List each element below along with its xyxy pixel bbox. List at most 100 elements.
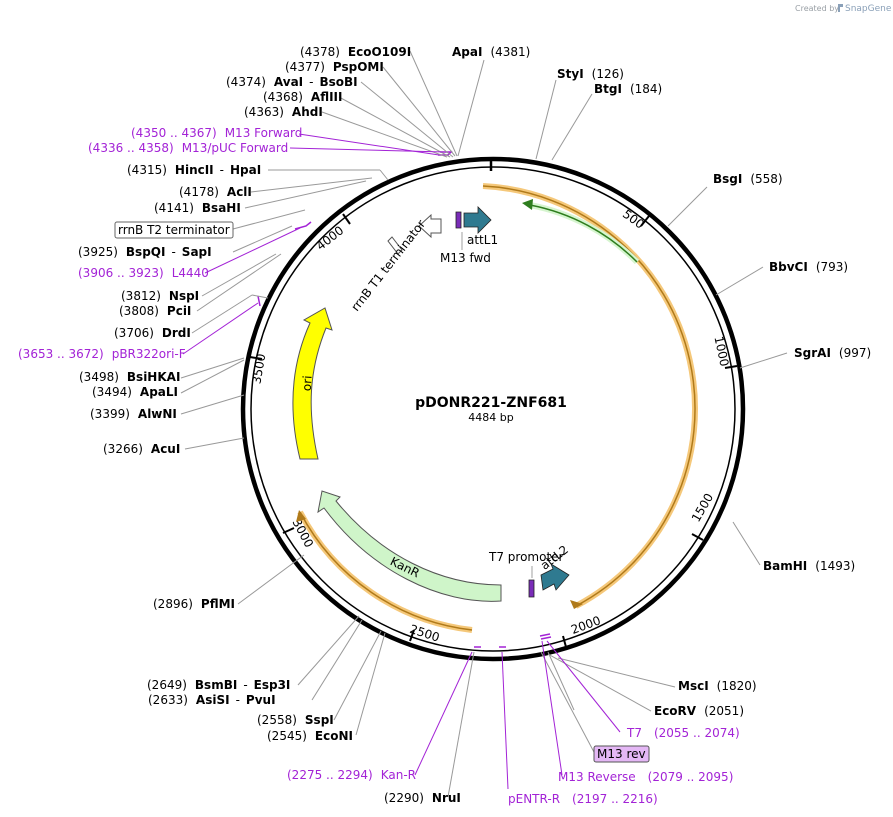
svg-text:(4368)AflIII: (4368) AflIII <box>263 90 342 104</box>
site-name-ahdi[interactable]: AhdI <box>292 105 323 119</box>
svg-text:MscI(1820): MscI (1820) <box>678 679 757 693</box>
primer-name-m13-puc-forward[interactable]: M13/pUC Forward <box>182 141 289 155</box>
site-name-pcii[interactable]: PciI <box>167 304 192 318</box>
coordinate-ticks <box>249 213 738 648</box>
ori-feature <box>292 307 333 460</box>
site-name-econi[interactable]: EcoNI <box>315 729 353 743</box>
svg-text:(3494)ApaLI: (3494)ApaLI <box>92 385 178 399</box>
site-pos-apai: (4381) <box>490 45 530 59</box>
site-pos-alwni: (3399) <box>90 407 130 421</box>
site-name-ecorv[interactable]: EcoRV <box>654 704 697 718</box>
site-pos-bbvci: (793) <box>816 260 848 274</box>
primer-name-t7[interactable]: T7 <box>626 726 642 740</box>
primer-range-m13-puc-forward: (4336 .. 4358) <box>88 141 174 155</box>
t7-promoter-label: T7 promoter <box>488 550 564 564</box>
site-name-apai[interactable]: ApaI <box>452 45 482 59</box>
site-name-bsihkai[interactable]: BsiHKAI <box>127 370 181 384</box>
tick-label-1000: 1000 <box>711 335 731 368</box>
site-pos-hincii: (4315) <box>127 163 167 177</box>
m13-rev-label: M13 rev <box>597 747 646 761</box>
orf-arc-kanr-backbone <box>297 510 473 633</box>
svg-text:EcoRV(2051): EcoRV(2051) <box>654 704 744 718</box>
backbone-inner <box>250 166 736 652</box>
svg-text:(4315)HincII-HpaI: (4315)HincII-HpaI <box>127 163 261 177</box>
site-name-drdi[interactable]: DrdI <box>162 326 191 340</box>
svg-text:(3706)DrdI: (3706)DrdI <box>114 326 191 340</box>
site-name-hpai[interactable]: HpaI <box>230 163 261 177</box>
credit-brand: SnapGene <box>845 4 892 14</box>
site-name-msci[interactable]: MscI <box>678 679 709 693</box>
svg-text:(3653 .. 3672)pBR322ori-F: (3653 .. 3672)pBR322ori-F <box>18 347 186 361</box>
site-name-apali[interactable]: ApaLI <box>140 385 178 399</box>
site-name-acui[interactable]: AcuI <box>151 442 180 456</box>
svg-text:(3812)NspI: (3812) NspI <box>121 289 199 303</box>
site-name-sapi[interactable]: SapI <box>182 245 212 259</box>
site-name-nspi[interactable]: NspI <box>169 289 199 303</box>
primer-name-pbr322ori-f[interactable]: pBR322ori-F <box>112 347 186 361</box>
svg-text:BbvCI(793): BbvCI (793) <box>769 260 848 274</box>
site-name-bamhi[interactable]: BamHI <box>763 559 807 573</box>
site-pos-bsmbi: (2649) <box>147 678 187 692</box>
site-pos-btgi: (184) <box>630 82 662 96</box>
svg-text:(3808)PciI: (3808)PciI <box>119 304 191 318</box>
svg-text:(3498)BsiHKAI: (3498) BsiHKAI <box>79 370 180 384</box>
site-pos-econi: (2545) <box>267 729 307 743</box>
svg-text:(4374)AvaI-BsoBI: (4374)AvaI-BsoBI <box>226 75 358 89</box>
backbone-outer <box>240 156 746 662</box>
svg-text:BamHI(1493): BamHI(1493) <box>763 559 855 573</box>
svg-text:BtgI(184): BtgI (184) <box>594 82 662 96</box>
svg-text:(4141)BsaHI: (4141) BsaHI <box>154 201 241 215</box>
svg-text:(4178)AclI: (4178)AclI <box>179 185 252 199</box>
primer-range-m13-forward: (4350 .. 4367) <box>131 126 217 140</box>
site-name-styi[interactable]: StyI <box>557 67 584 81</box>
kanr-feature <box>317 490 502 602</box>
site-name-sgrai[interactable]: SgrAI <box>794 346 831 360</box>
site-name-pspomi[interactable]: PspOMI <box>333 60 384 74</box>
site-name-aflii[interactable]: AflIII <box>311 90 343 104</box>
site-name-acli[interactable]: AclI <box>227 185 252 199</box>
site-name-bsahi[interactable]: BsaHI <box>202 201 241 215</box>
site-pos-ecoo109i: (4378) <box>300 45 340 59</box>
site-pos-bsahi: (4141) <box>154 201 194 215</box>
site-pos-asisi: (2633) <box>148 693 188 707</box>
primer-name-l4440[interactable]: L4440 <box>172 266 209 280</box>
site-name-esp3i[interactable]: Esp3I <box>254 678 291 692</box>
site-name-pvui[interactable]: PvuI <box>246 693 276 707</box>
site-pos-pflmi: (2896) <box>153 597 193 611</box>
svg-text:(4377)PspOMI: (4377)PspOMI <box>285 60 384 74</box>
attl1-feature <box>463 206 492 234</box>
site-name-ecoo109i[interactable]: EcoO109I <box>348 45 411 59</box>
tick-label-1500: 1500 <box>689 491 716 524</box>
svg-text:(2558)SspI: (2558)SspI <box>257 713 334 727</box>
site-name-asisi[interactable]: AsiSI <box>196 693 230 707</box>
site-name-btgi[interactable]: BtgI <box>594 82 622 96</box>
site-name-bsmbi[interactable]: BsmBI <box>195 678 237 692</box>
site-pos-msci: (1820) <box>717 679 757 693</box>
site-name-bspqi[interactable]: BspQI <box>126 245 166 259</box>
site-name-avai[interactable]: AvaI <box>274 75 303 89</box>
attl1-label: attL1 <box>467 233 498 247</box>
site-name-alwni[interactable]: AlwNI <box>138 407 177 421</box>
m13-rev-label-box[interactable] <box>593 745 650 763</box>
site-pos-bsihkai: (3498) <box>79 370 119 384</box>
site-name-bbvci[interactable]: BbvCI <box>769 260 808 274</box>
svg-text:(4363)AhdI: (4363)AhdI <box>244 105 323 119</box>
primer-name-kan-r[interactable]: Kan-R <box>381 768 416 782</box>
primer-name-m13-forward[interactable]: M13 Forward <box>225 126 303 140</box>
primer-name-pentr-r[interactable]: pENTR-R <box>508 792 560 806</box>
primer-leader-lines <box>182 133 621 790</box>
orf-arrowhead-backbone <box>296 510 306 522</box>
site-pos-aflii: (4368) <box>263 90 303 104</box>
site-name-bsobi[interactable]: BsoBI <box>320 75 358 89</box>
site-name-hincii[interactable]: HincII <box>175 163 214 177</box>
primer-range-pentr-r: (2197 .. 2216) <box>572 792 658 806</box>
site-pos-nspi: (3812) <box>121 289 161 303</box>
site-name-sspi[interactable]: SspI <box>305 713 334 727</box>
rrnb-t2-label-box[interactable] <box>114 221 234 239</box>
svg-text:(2649)BsmBI-Esp3I: (2649)BsmBI-Esp3I <box>147 678 290 692</box>
site-name-bsgi[interactable]: BsgI <box>713 172 742 186</box>
site-name-pflmi[interactable]: PflMI <box>201 597 235 611</box>
primer-name-m13-reverse[interactable]: M13 Reverse <box>558 770 636 784</box>
site-name-nrui[interactable]: NruI <box>432 791 461 805</box>
m13-fwd-primer-mark <box>455 211 462 229</box>
